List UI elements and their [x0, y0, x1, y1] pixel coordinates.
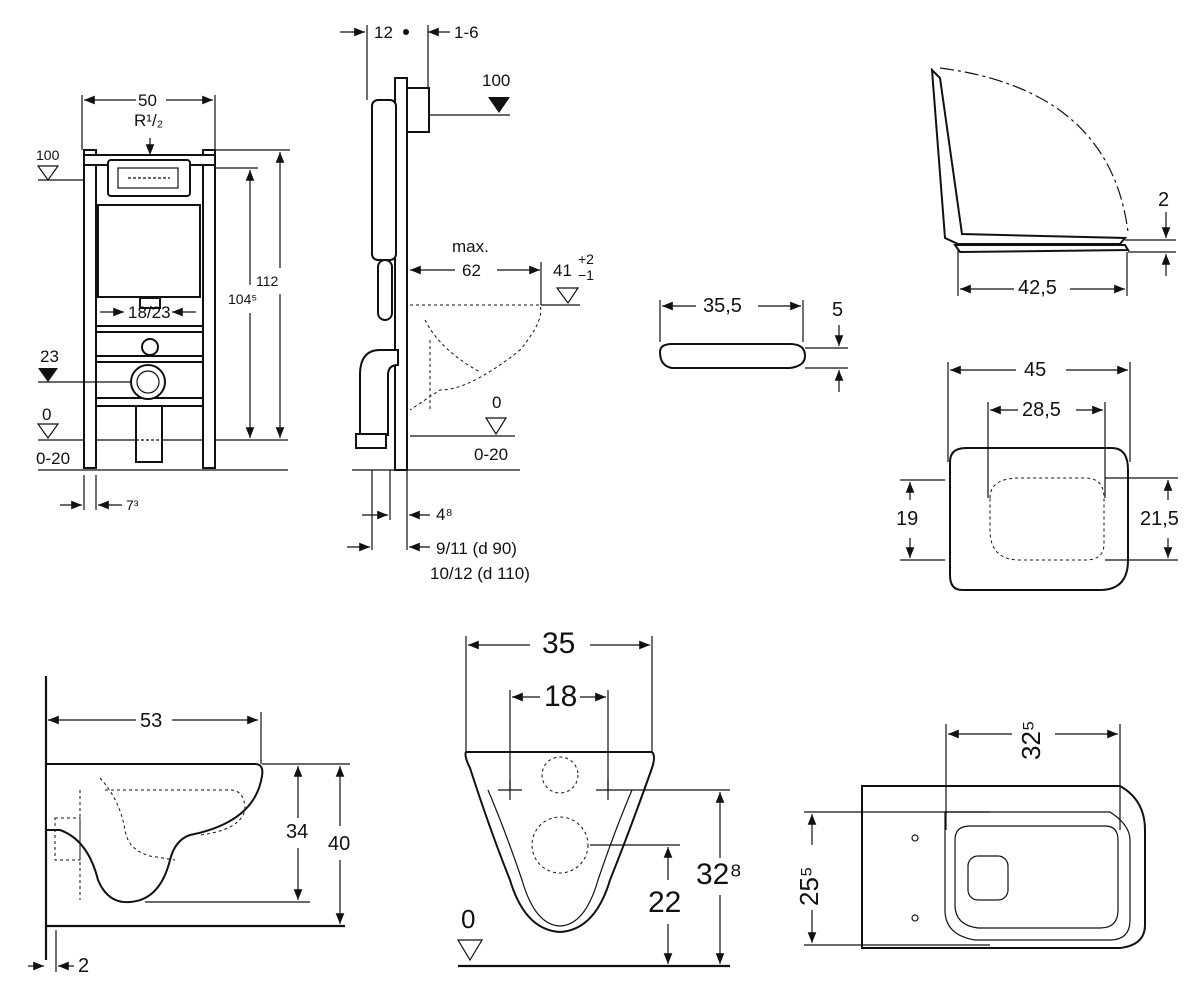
- bowl-rim-height-label: 32⁸: [696, 858, 743, 891]
- bowl-top-view: [804, 724, 1146, 949]
- frame-height-inner-label: 104⁵: [228, 291, 258, 307]
- wall-offset-label: 4⁸: [436, 505, 453, 524]
- bowl-top-depth-label: 25⁵: [794, 866, 824, 906]
- side-level-label: 100: [482, 71, 511, 90]
- bowl-side-view: [28, 676, 350, 972]
- depth-b-label: 1-6: [454, 23, 479, 42]
- seat-height-label: 41: [553, 261, 572, 280]
- frame-front-view: [36, 95, 290, 510]
- pipe-a-label: 9/11 (d 90): [436, 539, 517, 558]
- frame-width-label: 50: [138, 91, 157, 110]
- seat-top-right-depth-label: 21,5: [1140, 508, 1179, 530]
- frame-top-level-label: 100: [36, 147, 60, 163]
- lid-side-view: [930, 67, 1176, 296]
- bowl-front-width-label: 35: [542, 627, 576, 660]
- total-height-label: 40: [328, 833, 351, 855]
- bolt-spacing-label: 18: [544, 680, 578, 713]
- seat-tolerance-plus: +2: [578, 251, 594, 267]
- rim-height-label: 34: [286, 821, 309, 843]
- frame-floor-level-label: 0: [42, 405, 52, 424]
- connection-spacing-label: 18/23: [128, 303, 171, 322]
- side-floor-level-label: 0: [492, 393, 502, 412]
- seat-tolerance-minus: −1: [578, 267, 594, 283]
- bowl-front-view: [456, 636, 730, 968]
- foot-offset-label: 7³: [126, 497, 139, 513]
- bowl-length-label: 53: [140, 710, 163, 732]
- seat-side-view: [658, 300, 848, 392]
- seat-thickness-label: 5: [832, 299, 844, 321]
- depth-a-label: 12: [374, 23, 393, 42]
- drain-height-label: 22: [648, 886, 682, 919]
- seat-top-left-depth-label: 19: [896, 508, 919, 530]
- lid-gap-label: 2: [1158, 189, 1170, 211]
- wall-gap-label: 2: [78, 955, 90, 977]
- bowl-top-width-label: 32⁵: [1016, 720, 1046, 760]
- frame-side-view: [340, 25, 580, 552]
- seat-top-inner-width-label: 28,5: [1022, 399, 1061, 421]
- max-label: max.: [452, 237, 489, 256]
- projection-label: 62: [462, 261, 481, 280]
- pipe-b-label: 10/12 (d 110): [430, 564, 530, 583]
- seat-top-view: [900, 362, 1178, 591]
- thread-label: R¹/₂: [134, 111, 164, 130]
- lid-length-label: 42,5: [1018, 277, 1057, 299]
- frame-floor-adjust-label: 0-20: [36, 449, 71, 468]
- seat-top-width-label: 45: [1024, 359, 1047, 381]
- seat-length-label: 35,5: [703, 295, 742, 317]
- bowl-floor-level-label: 0: [461, 904, 476, 934]
- frame-height-total-label: 112: [256, 273, 279, 289]
- side-floor-adjust-label: 0-20: [474, 445, 509, 464]
- drain-level-label: 23: [40, 347, 59, 366]
